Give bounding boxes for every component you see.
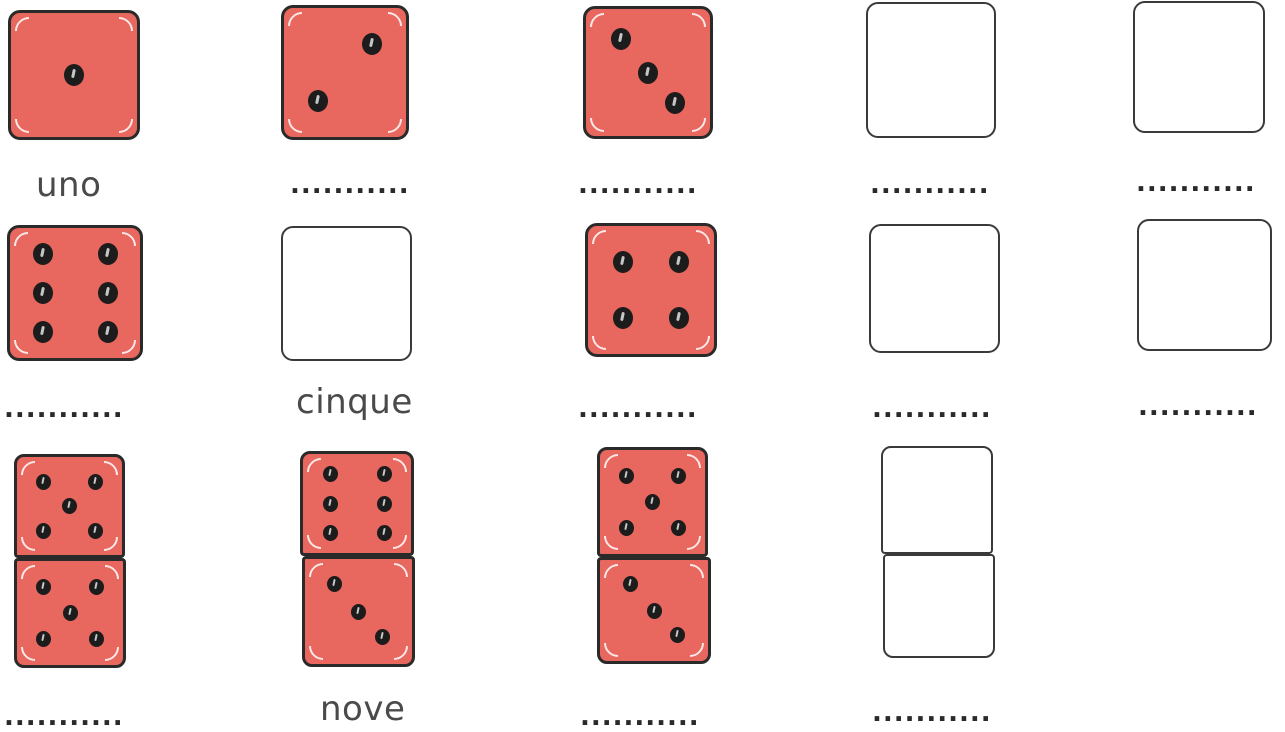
pip [645, 494, 660, 510]
pip [88, 522, 104, 539]
blank-die-bottom [883, 554, 995, 658]
pip [32, 243, 53, 265]
pip [361, 33, 382, 56]
corner-highlight [99, 99, 139, 139]
pip [671, 468, 687, 484]
pip [668, 250, 689, 273]
answer-blank: ........... [290, 170, 410, 200]
corner-highlight [374, 557, 414, 597]
corner-highlight [598, 623, 638, 663]
pip [374, 628, 390, 645]
pip [322, 495, 338, 512]
number-word-label: cinque [296, 382, 413, 422]
pip [35, 473, 51, 490]
pip [665, 91, 686, 114]
blank-die-top [881, 446, 993, 554]
corner-highlight [9, 11, 49, 51]
pip [36, 579, 51, 595]
die-three [583, 6, 713, 139]
die-two [281, 5, 409, 140]
corner-highlight [282, 6, 322, 46]
pip [322, 525, 338, 542]
corner-highlight [15, 455, 55, 495]
pip [88, 473, 104, 490]
corner-highlight [368, 99, 408, 139]
pip [613, 307, 634, 330]
answer-blank: ........... [1136, 168, 1256, 198]
corner-highlight [584, 98, 624, 138]
answer-blank: ........... [578, 394, 698, 424]
pip [36, 631, 51, 647]
blank-die [869, 224, 1000, 353]
answer-blank: ........... [4, 702, 124, 732]
blank-die [1133, 1, 1265, 133]
answer-blank: ........... [4, 394, 124, 424]
pip [376, 495, 392, 512]
pip [97, 282, 118, 304]
corner-highlight [9, 99, 49, 139]
blank-die [1137, 219, 1272, 351]
pip [322, 465, 338, 482]
pip [89, 579, 104, 595]
blank-die [866, 2, 996, 138]
pip [376, 525, 392, 542]
answer-blank: ........... [870, 170, 990, 200]
die-three-bottom [302, 556, 415, 667]
pip [32, 282, 53, 304]
die-four [585, 223, 717, 357]
die-five-bottom [14, 558, 126, 668]
die-six-top [300, 451, 414, 556]
corner-highlight [15, 517, 55, 557]
pip [646, 602, 662, 619]
pip [670, 626, 686, 643]
pip [638, 61, 658, 84]
pip [671, 520, 687, 536]
die-five-top [14, 454, 125, 558]
corner-highlight [15, 559, 55, 599]
die-five-top [597, 447, 708, 557]
pip [308, 89, 329, 112]
pip [613, 250, 634, 273]
die-three-bottom [597, 557, 711, 664]
pip [376, 465, 392, 482]
pip [89, 631, 104, 647]
answer-blank: ........... [578, 170, 698, 200]
die-one [8, 10, 140, 140]
number-word-label: nove [320, 689, 406, 729]
pip [97, 243, 118, 265]
pip [64, 64, 84, 86]
pip [97, 321, 118, 343]
pip [610, 28, 631, 51]
pip [351, 603, 366, 620]
pip [35, 522, 51, 539]
answer-blank: ........... [1138, 392, 1258, 422]
answer-blank: ........... [580, 702, 700, 732]
corner-highlight [670, 558, 710, 598]
number-word-label: uno [36, 165, 102, 205]
pip [327, 576, 343, 593]
corner-highlight [303, 626, 343, 666]
answer-blank: ........... [872, 394, 992, 424]
corner-highlight [598, 448, 638, 488]
pip [668, 307, 689, 330]
pip [62, 605, 78, 621]
pip [622, 576, 638, 593]
corner-highlight [672, 7, 712, 47]
answer-blank: ........... [872, 698, 992, 728]
corner-highlight [99, 11, 139, 51]
pip [618, 468, 634, 484]
blank-die [281, 226, 412, 361]
pip [62, 498, 77, 514]
pip [618, 520, 634, 536]
die-six [7, 225, 143, 361]
pip [32, 321, 53, 343]
